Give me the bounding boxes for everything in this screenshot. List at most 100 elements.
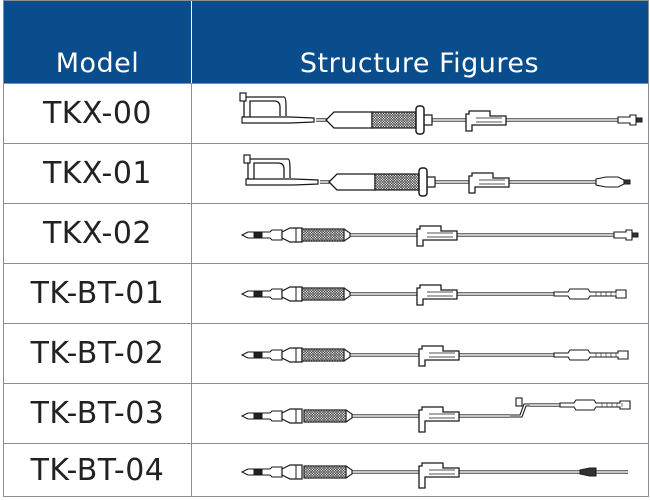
drip-chamber-body xyxy=(328,173,376,191)
column-divider xyxy=(191,384,192,443)
infusion-set-figure-tkx-00 xyxy=(239,92,643,135)
roller-clamp xyxy=(468,172,510,194)
filter-chamber xyxy=(303,409,347,423)
filter-outlet xyxy=(343,287,351,301)
drip-chamber xyxy=(281,408,303,424)
end-connector xyxy=(613,229,633,241)
luer-lock-connector xyxy=(559,399,631,411)
end-connector-tip xyxy=(623,179,631,185)
infusion-set-figure-tk-bt-01 xyxy=(240,284,627,306)
filter-outlet xyxy=(345,465,353,479)
spike-band xyxy=(253,291,263,297)
table-row: TK-BT-03 xyxy=(4,383,648,443)
filter-chamber-texture xyxy=(371,111,417,129)
y-site-branch xyxy=(510,403,530,416)
end-connector-tip xyxy=(631,232,639,238)
filter-chamber xyxy=(371,111,417,129)
model-cell: TK-BT-04 xyxy=(30,453,165,488)
structure-figure-cell xyxy=(192,444,648,497)
filter-chamber-texture xyxy=(301,348,345,362)
structure-figure-cell xyxy=(192,384,648,443)
column-divider xyxy=(191,324,192,383)
roller-clamp xyxy=(418,406,460,433)
chamber-outlet xyxy=(424,114,433,126)
filter-outlet xyxy=(343,348,351,362)
roller-clamp xyxy=(416,225,458,247)
spike-band xyxy=(253,469,263,475)
filter-chamber xyxy=(301,348,345,362)
model-cell: TK-BT-02 xyxy=(30,336,165,371)
table-row: TKX-02 xyxy=(4,203,648,263)
model-cell: TK-BT-03 xyxy=(30,396,165,431)
vent-tube-outer xyxy=(244,96,287,116)
spike-band xyxy=(253,232,263,238)
drip-chamber xyxy=(281,464,303,480)
vent-cap xyxy=(243,154,251,164)
vent-tube-outer xyxy=(248,158,291,178)
chamber-cap xyxy=(418,167,428,197)
model-cell: TK-BT-01 xyxy=(30,276,165,311)
luer-lock-connector xyxy=(553,288,627,300)
column-divider xyxy=(191,444,192,497)
header-divider xyxy=(191,1,192,83)
filter-chamber-texture xyxy=(374,173,420,191)
vent-tube xyxy=(247,159,285,179)
drip-chamber xyxy=(281,286,303,302)
roller-clamp xyxy=(418,462,460,489)
structure-figure-cell xyxy=(192,204,648,263)
end-connector xyxy=(617,114,637,126)
table-row: TK-BT-04 xyxy=(4,443,648,497)
vent-cap xyxy=(239,92,247,102)
drip-chamber xyxy=(281,347,303,363)
filter-chamber xyxy=(303,465,347,479)
needle-hub xyxy=(579,467,597,477)
filter-outlet xyxy=(343,228,351,242)
end-connector-tip xyxy=(635,117,643,123)
luer-lock-connector xyxy=(553,349,629,361)
structure-figure-cell xyxy=(192,84,648,143)
infusion-set-figure-tk-bt-03 xyxy=(240,397,631,433)
chamber-outlet xyxy=(427,176,436,188)
roller-clamp xyxy=(418,345,460,367)
bottle-spike xyxy=(245,178,319,186)
drip-chamber-body xyxy=(325,111,373,129)
spike-band xyxy=(253,413,263,419)
infusion-set-figure-tk-bt-02 xyxy=(240,345,629,367)
column-divider xyxy=(191,204,192,263)
filter-chamber-texture xyxy=(303,465,347,479)
structure-figure-cell xyxy=(192,264,648,323)
filter-outlet xyxy=(345,409,353,423)
column-divider xyxy=(191,144,192,203)
chamber-cap xyxy=(415,105,425,135)
product-table: Model Structure Figures TKX-00 TKX-01 TK… xyxy=(3,0,649,497)
roller-clamp xyxy=(465,110,507,132)
spike-band xyxy=(253,352,263,358)
table-row: TK-BT-01 xyxy=(4,263,648,323)
filter-chamber-texture xyxy=(303,409,347,423)
table-header: Model Structure Figures xyxy=(4,1,648,83)
infusion-set-figure-tkx-02 xyxy=(240,225,639,247)
table-row: TKX-01 xyxy=(4,143,648,203)
filter-chamber xyxy=(301,287,345,301)
filter-chamber-texture xyxy=(301,228,345,242)
filter-chamber xyxy=(374,173,420,191)
bottle-spike xyxy=(241,116,315,124)
header-structure-figures: Structure Figures xyxy=(299,48,540,79)
table-row: TKX-00 xyxy=(4,83,648,143)
infusion-set-figure-tkx-01 xyxy=(243,154,631,197)
end-connector xyxy=(595,176,625,188)
filter-chamber xyxy=(301,228,345,242)
structure-figure-cell xyxy=(192,324,648,383)
header-model: Model xyxy=(55,48,140,79)
y-site-port xyxy=(515,397,523,407)
model-cell: TKX-00 xyxy=(42,96,153,131)
table-row: TK-BT-02 xyxy=(4,323,648,383)
y-site-branch xyxy=(510,405,530,418)
vent-tube xyxy=(243,97,281,117)
filter-chamber-texture xyxy=(301,287,345,301)
column-divider xyxy=(191,264,192,323)
model-cell: TKX-02 xyxy=(42,216,153,251)
infusion-set-figure-tk-bt-04 xyxy=(240,462,628,489)
model-cell: TKX-01 xyxy=(42,156,153,191)
column-divider xyxy=(191,84,192,143)
